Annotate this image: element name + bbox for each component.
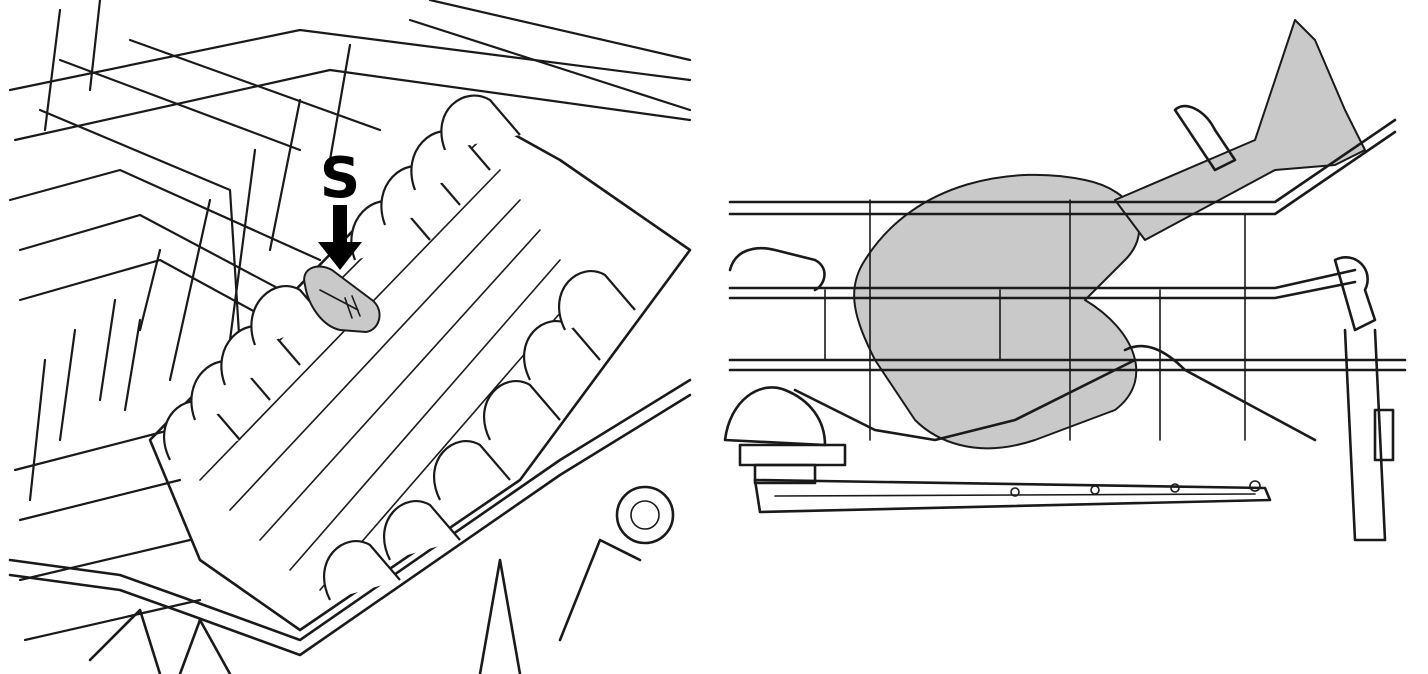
callout-label-s: S bbox=[320, 146, 360, 211]
rack-wheel bbox=[615, 485, 675, 545]
spray-arm-hub bbox=[723, 386, 847, 485]
rack-side-view-drawing bbox=[723, 19, 1407, 542]
arrow-down-icon bbox=[318, 205, 362, 270]
rack-wire-grid bbox=[8, 0, 692, 642]
grey-plate bbox=[853, 173, 1141, 450]
rack-side-view-illustration bbox=[715, 0, 1428, 674]
spike-row bbox=[163, 94, 636, 601]
rack-rails bbox=[728, 118, 1407, 442]
spray-arm bbox=[753, 478, 1272, 514]
latch-s-part bbox=[303, 265, 381, 333]
rack-spikes-drawing: S bbox=[8, 0, 692, 674]
rack-hinge bbox=[1173, 104, 1395, 542]
rack-spikes-illustration: S bbox=[0, 0, 700, 674]
rack-front-rail bbox=[8, 378, 692, 674]
grey-handle bbox=[1114, 19, 1366, 241]
